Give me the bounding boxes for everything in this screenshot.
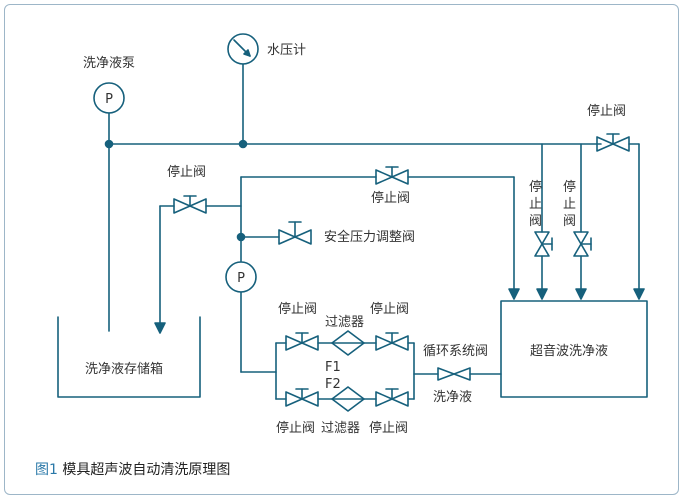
stop-valve-f2-right-label: 停止阀: [369, 420, 408, 436]
cleaning-liquid-label: 洗净液: [433, 390, 472, 405]
ultrasonic-bath: [500, 300, 648, 398]
safety-valve-label: 安全压力调整阀: [324, 229, 415, 245]
pressure-gauge-label: 水压计: [267, 43, 306, 58]
figure-caption: 图1 模具超声波自动清洗原理图: [35, 459, 230, 479]
stop-valve-v1-label: 停止阀: [529, 179, 542, 229]
arrow-down-icon: [575, 288, 587, 300]
arrow-down-icon: [536, 288, 548, 300]
arrow-down-icon: [154, 322, 166, 334]
stop-valve-mid-label: 停止阀: [371, 190, 410, 206]
caption-number: 图1: [35, 462, 58, 478]
f2-label: F2: [325, 377, 341, 392]
circulation-valve-label: 循环系统阀: [423, 344, 488, 359]
stop-valve-right-label: 停止阀: [587, 103, 626, 119]
storage-tank: [57, 316, 201, 398]
pump-lower-p: P: [237, 271, 245, 286]
stop-valve-f2-left-label: 停止阀: [276, 420, 315, 436]
stop-valve-v2-label: 停止阀: [563, 179, 576, 229]
filter-top-label: 过滤器: [325, 315, 364, 330]
stop-valve-f1-left-label: 停止阀: [278, 301, 317, 317]
filter-bottom-label: 过滤器: [321, 421, 360, 436]
ultrasonic-bath-label: 超音波洗净液: [530, 343, 608, 359]
caption-text: 模具超声波自动清洗原理图: [62, 462, 231, 478]
safety-valve-icon: [278, 229, 312, 245]
figure-frame: 洗净液泵 P 水压计 停止阀 停止阀 停止阀 停止阀 停止阀 安全压力调整阀 P…: [4, 4, 679, 495]
pump-top-p: P: [105, 92, 113, 107]
gauge-needle-arrow: [243, 49, 251, 57]
stop-valve-f1-right-label: 停止阀: [370, 301, 409, 317]
cleaning-system-diagram: 洗净液泵 P 水压计 停止阀 停止阀 停止阀 停止阀 停止阀 安全压力调整阀 P…: [57, 33, 648, 436]
tank-label: 洗净液存储箱: [85, 361, 163, 377]
stop-valve-left-label: 停止阀: [167, 164, 206, 180]
f1-label: F1: [325, 360, 341, 375]
circulation-valve-icon: [437, 367, 471, 381]
arrow-down-icon: [633, 288, 645, 300]
pump-top-label: 洗净液泵: [83, 56, 135, 71]
arrow-down-icon: [508, 288, 520, 300]
